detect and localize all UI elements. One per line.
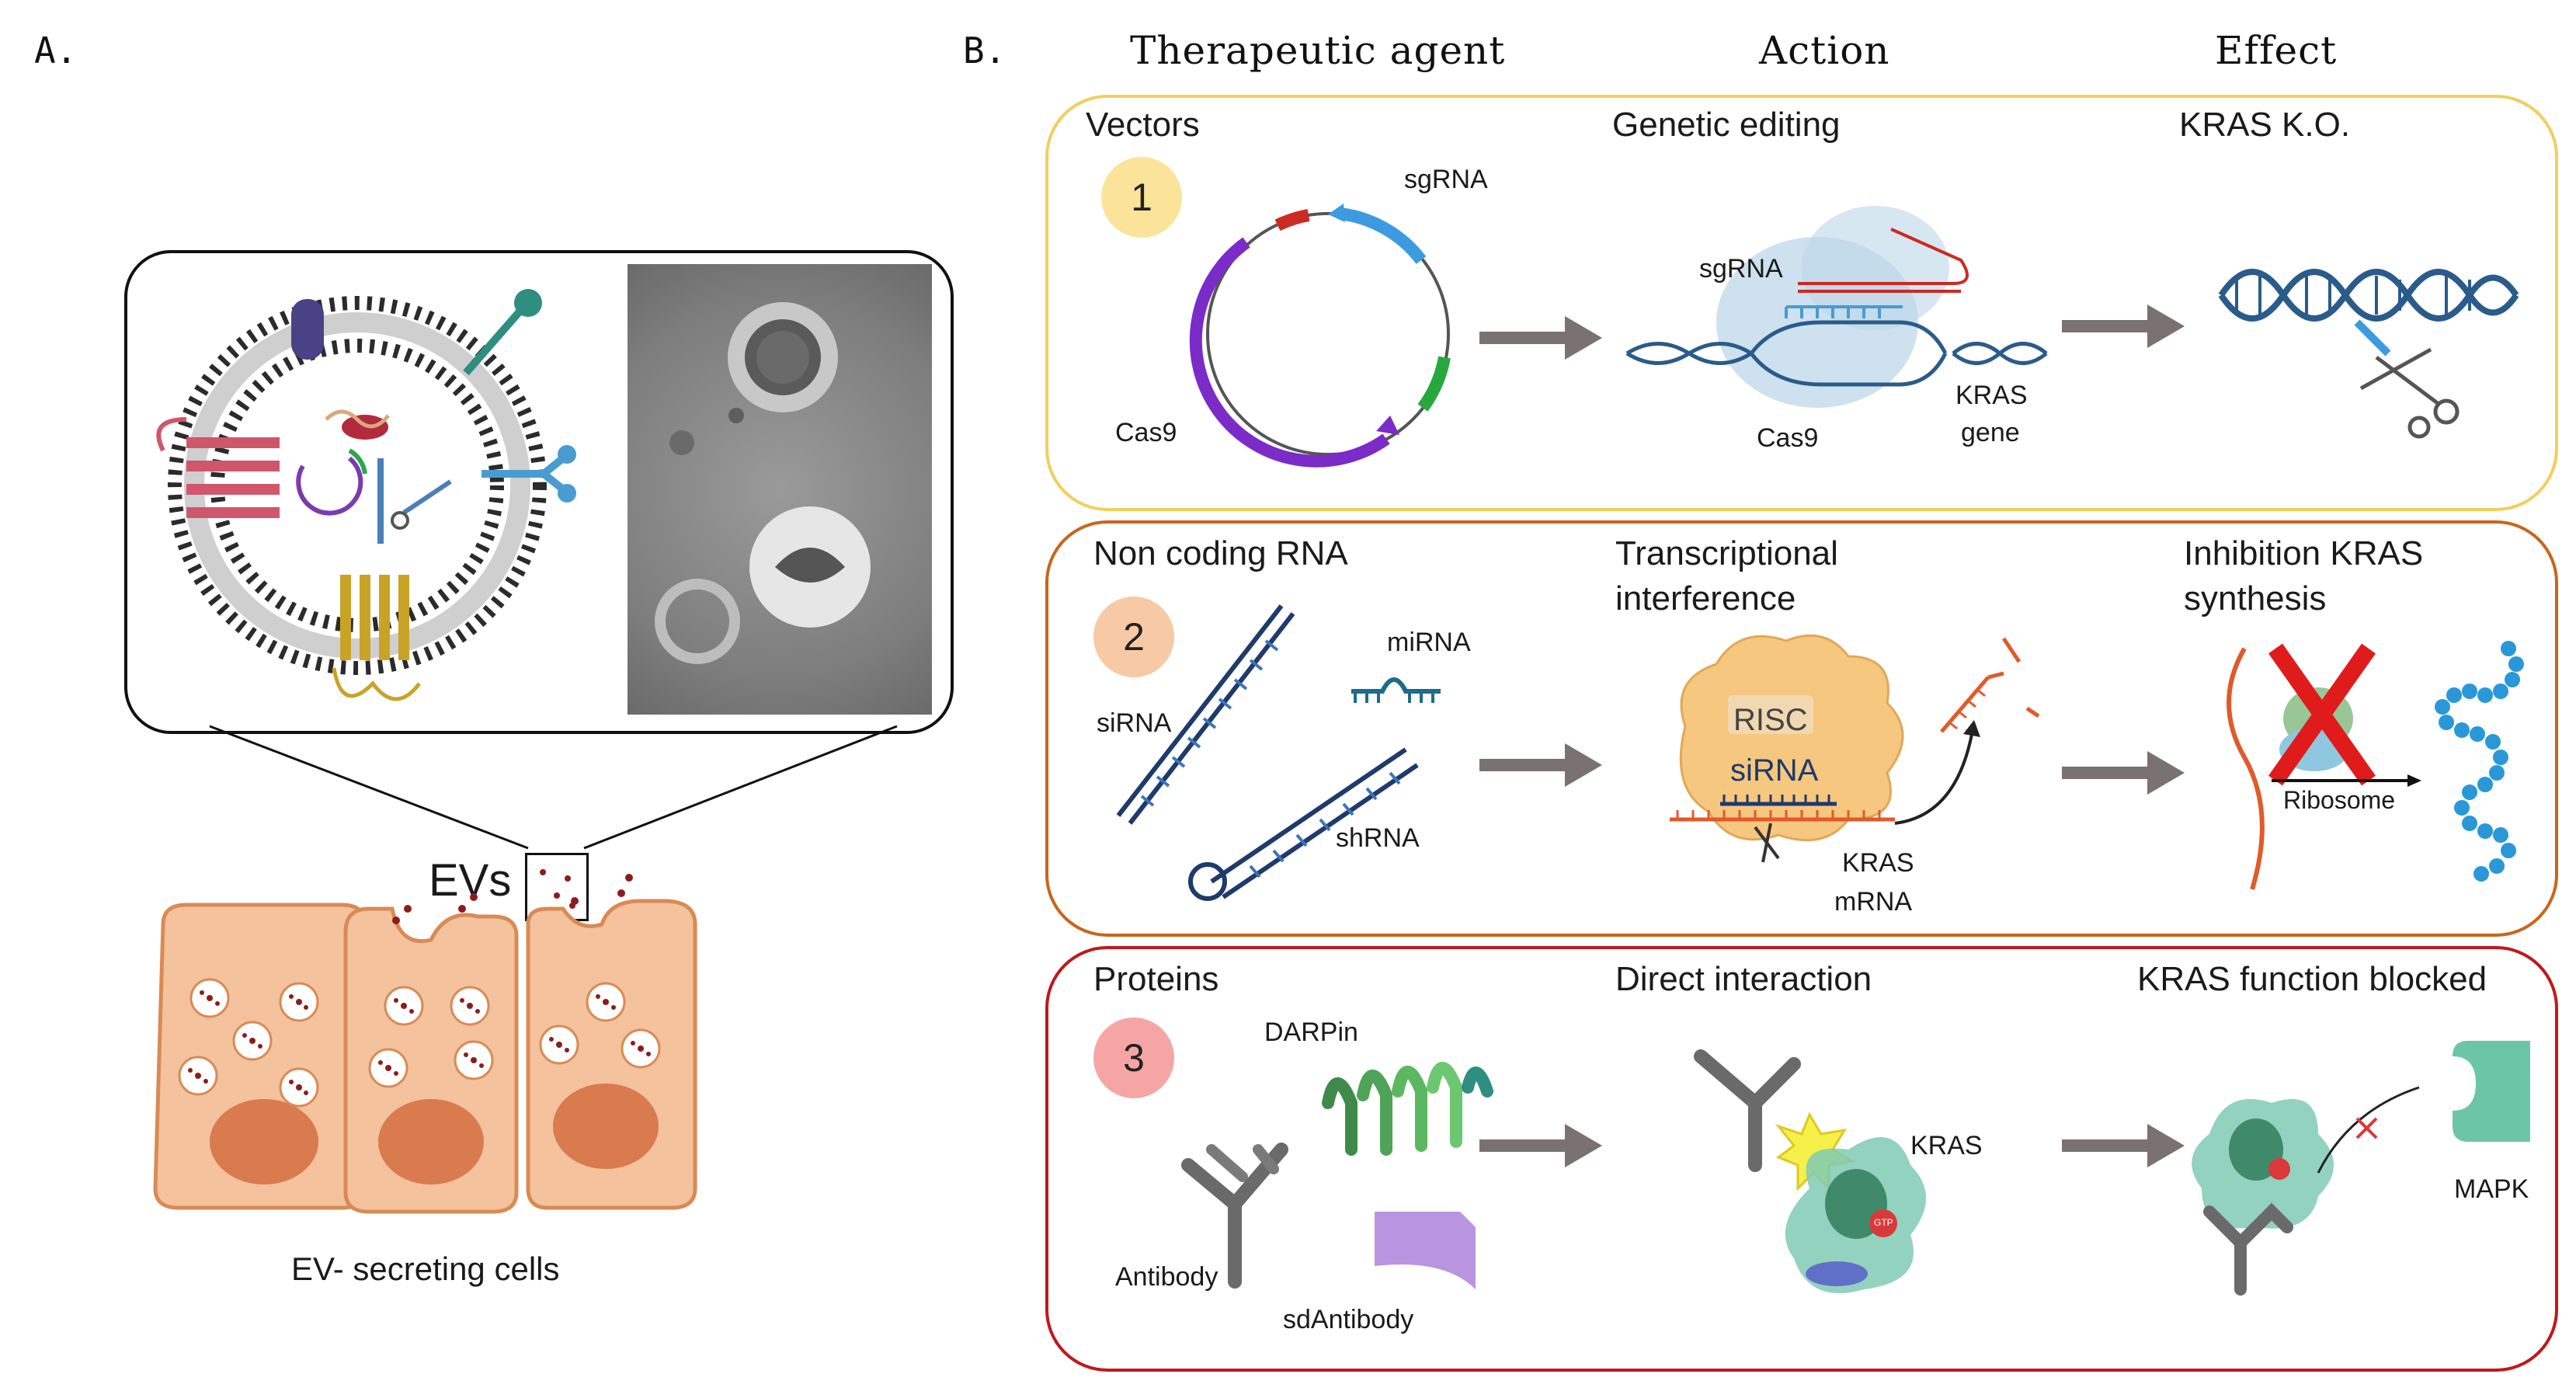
row-1-agent: Vectors bbox=[1086, 106, 1200, 144]
header-therapeutic-agent: Therapeutic agent bbox=[1130, 28, 1506, 73]
ev-membrane-diagram bbox=[156, 289, 576, 701]
row-2-arrow-2 bbox=[2062, 751, 2185, 795]
row-2-agent: Non coding RNA bbox=[1093, 534, 1348, 572]
kras-interaction-icon bbox=[1694, 1049, 1926, 1293]
risc-complex-icon bbox=[1670, 634, 1980, 863]
row-3-box bbox=[1045, 946, 2558, 1372]
panel-b-letter: B. bbox=[963, 30, 1006, 71]
row-3-number: 3 bbox=[1093, 1017, 1174, 1098]
row-2-number: 2 bbox=[1093, 597, 1174, 677]
row-1-box bbox=[1045, 95, 2558, 511]
row-2-action-line1: Transcriptional bbox=[1615, 534, 1838, 572]
row-1-effect: KRAS K.O. bbox=[2179, 106, 2351, 144]
plasmid-cas9-label: Cas9 bbox=[1115, 418, 1177, 447]
mapk-icon bbox=[2453, 1041, 2530, 1142]
row-3-effect: KRAS function blocked bbox=[2137, 960, 2487, 998]
tem-micrograph bbox=[627, 264, 932, 715]
row-2-box bbox=[1045, 520, 2558, 937]
noncoding-rna-icons bbox=[1116, 604, 1441, 901]
row-3-agent: Proteins bbox=[1093, 960, 1219, 998]
kras-blocked-icon bbox=[2192, 1086, 2420, 1296]
row-3-action: Direct interaction bbox=[1615, 960, 1872, 998]
crispr-editing-icon bbox=[1625, 206, 2048, 408]
row-1-number: 1 bbox=[1101, 157, 1182, 238]
cleaved-rna-fragments bbox=[1940, 637, 2040, 733]
cells-label: EV- secreting cells bbox=[291, 1251, 560, 1287]
row-1-arrow-2 bbox=[2062, 304, 2185, 348]
sdantibody-label: sdAntibody bbox=[1283, 1305, 1414, 1334]
ribosome-blocked-icon bbox=[2227, 641, 2524, 890]
header-action: Action bbox=[1759, 28, 1890, 73]
risc-label: RISC bbox=[1733, 703, 1808, 737]
header-effect: Effect bbox=[2215, 28, 2338, 73]
antibody-label: Antibody bbox=[1115, 1262, 1218, 1292]
darpin-icon bbox=[1322, 1062, 1493, 1156]
crispr-gene-label: gene bbox=[1961, 418, 2020, 447]
ribosome-label: Ribosome bbox=[2283, 786, 2396, 814]
gtp-label: GTP bbox=[1874, 1217, 1893, 1228]
row-1-arrow-1 bbox=[1479, 316, 1602, 360]
mirna-label: miRNA bbox=[1387, 628, 1471, 657]
crispr-kras-label: KRAS bbox=[1955, 381, 2028, 410]
plasmid-sgrna-label: sgRNA bbox=[1404, 165, 1488, 194]
plasmid-icon bbox=[1189, 203, 1451, 468]
row-2-effect-line1: Inhibition KRAS bbox=[2184, 534, 2424, 572]
row-1-action: Genetic editing bbox=[1612, 106, 1841, 144]
crispr-cas9-label: Cas9 bbox=[1757, 423, 1819, 453]
row-2-arrow-1 bbox=[1479, 743, 1602, 787]
darpin-label: DARPin bbox=[1264, 1017, 1358, 1047]
row-2-action-line2: interference bbox=[1615, 579, 1796, 617]
sirna-label: siRNA bbox=[1097, 708, 1172, 738]
sdantibody-icon bbox=[1375, 1212, 1476, 1289]
mrna-kras-label: KRAS bbox=[1842, 848, 1914, 878]
row-3-arrow-1 bbox=[1479, 1124, 1602, 1167]
dna-cut-icon bbox=[2218, 269, 2519, 439]
secreting-cells bbox=[153, 874, 697, 1214]
antibody-icon bbox=[1181, 1143, 1288, 1289]
risc-sirna-label: siRNA bbox=[1730, 753, 1819, 788]
kras-label: KRAS bbox=[1910, 1131, 1983, 1160]
mrna-label: mRNA bbox=[1834, 887, 1913, 917]
row-2-effect-line2: synthesis bbox=[2184, 579, 2327, 617]
row-3-arrow-2 bbox=[2062, 1124, 2185, 1167]
shrna-label: shRNA bbox=[1336, 823, 1420, 853]
crispr-sgrna-label: sgRNA bbox=[1699, 254, 1783, 284]
panel-a-letter: A. bbox=[34, 30, 78, 71]
mapk-label: MAPK bbox=[2454, 1174, 2529, 1204]
